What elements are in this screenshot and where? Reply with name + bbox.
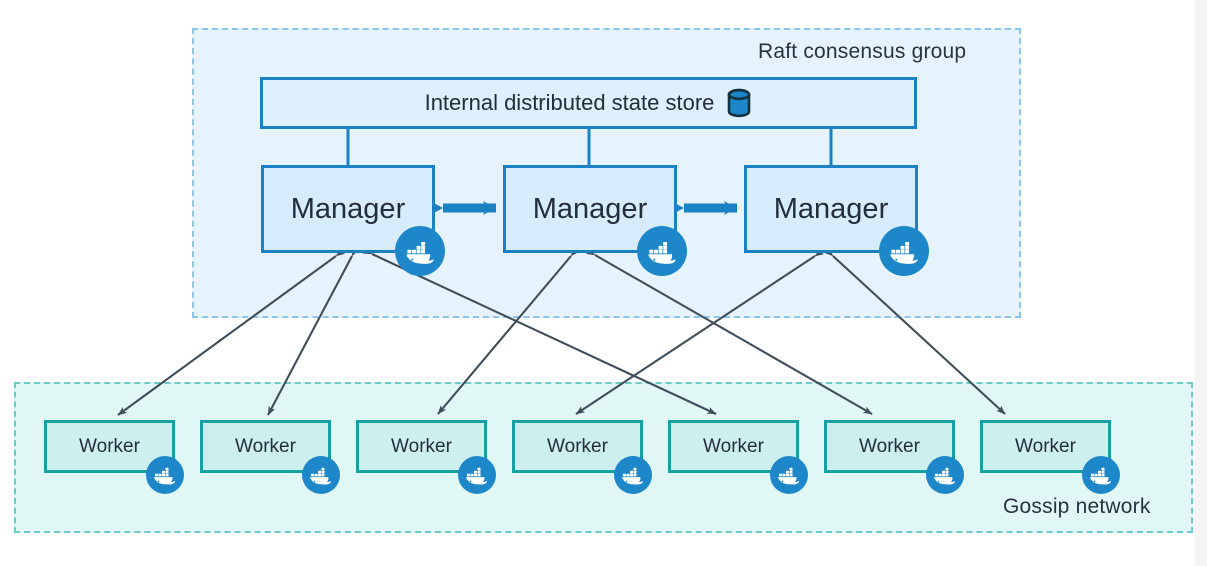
manager-node-3[interactable]: Manager (744, 165, 918, 253)
worker-label: Worker (391, 436, 452, 457)
docker-whale-icon-worker-6 (926, 456, 964, 494)
docker-whale-icon-worker-3 (458, 456, 496, 494)
canvas-right-gutter (1195, 0, 1207, 566)
link-m1-w5 (362, 247, 717, 415)
worker-node-2[interactable]: Worker (200, 420, 331, 473)
docker-whale-icon-worker-4 (614, 456, 652, 494)
raft-zone-label: Raft consensus group (758, 40, 967, 63)
worker-node-4[interactable]: Worker (512, 420, 643, 473)
gossip-zone-label: Gossip network (1003, 495, 1151, 518)
docker-whale-icon-worker-2 (302, 456, 340, 494)
worker-label: Worker (79, 436, 140, 457)
manager-label: Manager (290, 192, 406, 225)
link-m1-w1 (117, 248, 346, 416)
docker-whale-icon-manager-2 (637, 226, 687, 276)
worker-label: Worker (1015, 436, 1076, 457)
link-m2-w3 (437, 247, 580, 415)
worker-node-1[interactable]: Worker (44, 420, 175, 473)
internal-state-store-box[interactable]: Internal distributed state store (260, 77, 917, 129)
link-m1-w2 (267, 246, 360, 416)
worker-label: Worker (703, 436, 764, 457)
docker-whale-icon-worker-7 (1082, 456, 1120, 494)
worker-label: Worker (547, 436, 608, 457)
link-m3-w7 (824, 247, 1006, 415)
docker-whale-icon-manager-3 (879, 226, 929, 276)
database-cylinder-icon (726, 88, 752, 118)
manager-worker-links (117, 246, 1006, 416)
worker-label: Worker (235, 436, 296, 457)
link-m3-w4 (575, 248, 825, 415)
worker-label: Worker (859, 436, 920, 457)
state-store-label: Internal distributed state store (424, 90, 715, 115)
manager-node-2[interactable]: Manager (503, 165, 677, 253)
link-m2-w6 (585, 247, 873, 415)
manager-label: Manager (773, 192, 889, 225)
docker-whale-icon-worker-1 (146, 456, 184, 494)
docker-whale-icon-worker-5 (770, 456, 808, 494)
docker-whale-icon-manager-1 (395, 226, 445, 276)
store-to-manager-links (346, 129, 833, 166)
manager-label: Manager (532, 192, 648, 225)
